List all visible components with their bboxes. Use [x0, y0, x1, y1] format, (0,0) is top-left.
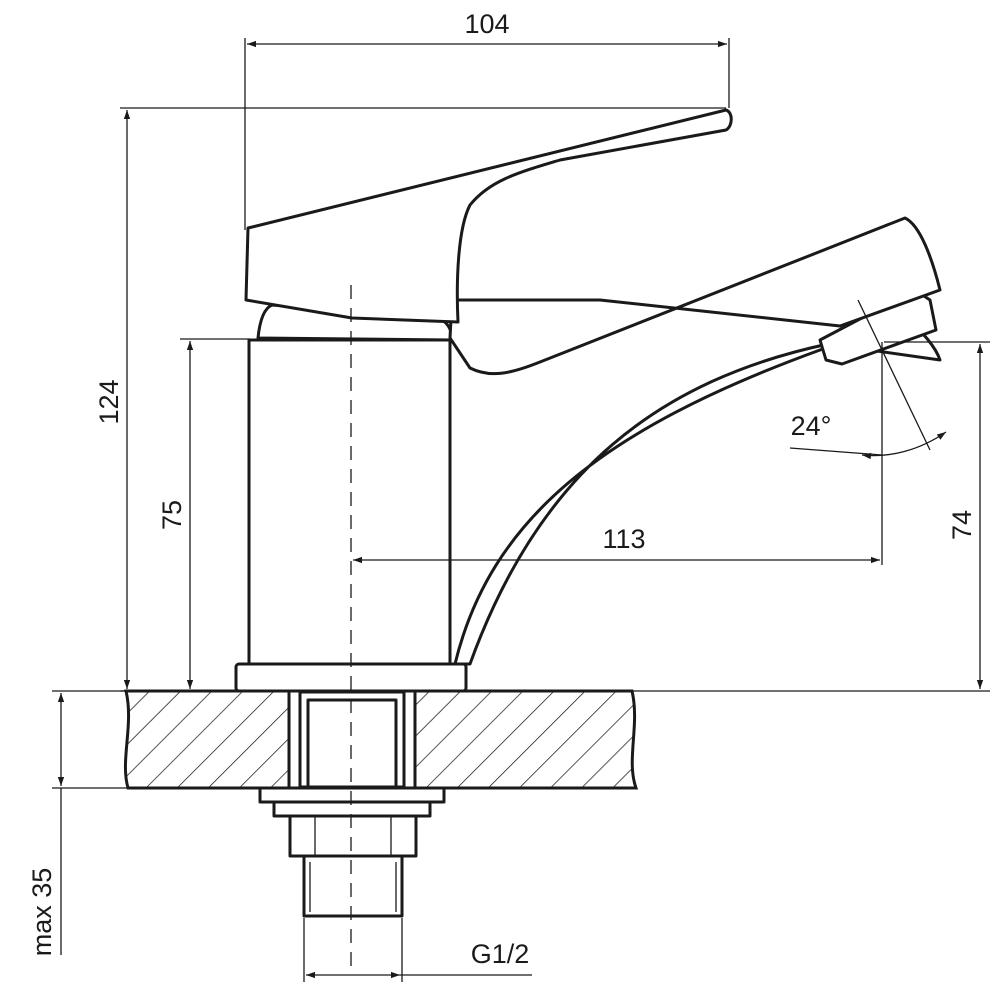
dim-arc-24 [861, 431, 947, 460]
dim-overall-width: 104 [464, 9, 509, 39]
dim-spout-height: 74 [947, 510, 977, 540]
spout-upper [448, 216, 942, 376]
sleeve-inner [306, 698, 398, 789]
thread-g12 [302, 854, 404, 918]
extension-lines [52, 38, 990, 982]
lever-handle [244, 108, 733, 324]
washer [258, 786, 446, 804]
dimension-lines [57, 40, 984, 979]
nut [288, 814, 418, 858]
dimension-labels: 104 124 75 113 74 24° max 35 G1/2 [27, 9, 977, 969]
column [247, 338, 452, 666]
dim-body-height: 75 [157, 500, 187, 530]
dim-spout-reach: 113 [602, 524, 645, 554]
dim-spout-angle: 24° [791, 411, 832, 441]
faucet-body [234, 108, 942, 693]
mounting-assembly [258, 690, 446, 918]
spout [453, 316, 942, 666]
washer-lower [272, 800, 432, 818]
dim-thread: G1/2 [471, 939, 530, 969]
dim-max-thickness: max 35 [27, 868, 57, 957]
dim-overall-height: 124 [94, 379, 124, 424]
